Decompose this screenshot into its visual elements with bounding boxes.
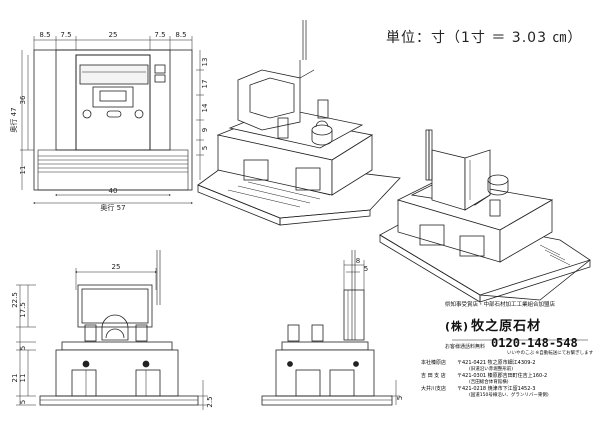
branch-note: (国道150号線沿い、グランリバー東側) — [469, 393, 549, 398]
se-dim-top-a: 8 — [356, 257, 360, 265]
branch-note: (旧道沿い赤堀整形前) — [469, 367, 514, 372]
fv-dim-right-2: 17 — [201, 80, 209, 89]
fe-dim-left-2: 17.5 — [19, 302, 27, 318]
branch-item: 大井川支店 〒421-0218 焼津市下江留1452-3 (国道150号線沿い、グ… — [421, 386, 599, 399]
fv-dim-left-inner: 奥行 47 — [9, 107, 18, 132]
certification-line: 県知事受賞店・中部石材加工工業組合加盟店 — [445, 302, 556, 308]
company-name-row: (株)牧之原石材 — [445, 315, 597, 334]
fe-dim-left-6: 5 — [19, 400, 27, 404]
fe-dim-left-3: 5 — [19, 346, 27, 350]
fv-dim-bottom-outer: 奥行 57 — [100, 203, 125, 212]
se-dim-right: 5 — [396, 396, 404, 400]
branch-name: 本社榛原店 — [421, 360, 447, 366]
fv-dim-top-5: 8.5 — [175, 31, 186, 39]
fe-dim-left-4: 21 — [11, 374, 19, 383]
branch-list: 本社榛原店〒421-0421 牧之原市細江4309-2 (旧道沿い赤堀整形前) … — [421, 360, 599, 399]
front-elevation-drawing — [16, 250, 208, 410]
fv-dim-left-outer: 36 — [19, 95, 27, 104]
front-view-drawing — [20, 36, 204, 204]
fv-dim-right-1: 13 — [201, 58, 209, 67]
branch-item: 吉 田 支 店 〒421-0301 榛原郡吉田町住吉上160-2 (吉田総合体育館… — [421, 373, 599, 386]
phone-row: お客様通話料無料 0120-148-548 — [445, 336, 597, 350]
fv-dim-top-3: 25 — [109, 31, 118, 39]
branch-name: 吉 田 支 店 — [421, 373, 446, 379]
fv-dim-right-4: 9 — [201, 128, 209, 132]
branch-name: 大井川支店 — [421, 386, 447, 392]
company-name: 牧之原石材 — [471, 319, 542, 334]
fv-dim-top-4: 7.5 — [154, 31, 165, 39]
fe-dim-top: 25 — [112, 263, 121, 271]
branch-note: (吉田総合体育館横) — [469, 380, 509, 385]
fv-dim-right-5: 5 — [201, 146, 209, 150]
company-prefix: (株) — [445, 320, 470, 333]
branch-address: 〒421-0301 榛原郡吉田町住吉上160-2 — [457, 373, 548, 379]
fe-dim-left-1: 22.5 — [11, 292, 19, 308]
phone-number[interactable]: 0120-148-548 — [491, 336, 578, 350]
branch-address: 〒421-0218 焼津市下江留1452-3 — [457, 386, 536, 392]
fe-dim-right: 2.5 — [206, 396, 214, 407]
isometric-view-back-left — [379, 129, 591, 303]
phone-label: お客様通話料無料 — [445, 344, 486, 350]
side-elevation-drawing — [261, 250, 400, 406]
unit-note: 単位：寸（1寸 ＝ 3.03 ㎝） — [386, 30, 583, 46]
branch-address: 〒421-0421 牧之原市細江4309-2 — [457, 360, 536, 366]
fv-dim-left-base: 11 — [19, 166, 27, 175]
dimension-labels: 8.5 7.5 25 7.5 8.5 奥行 47 36 11 13 17 14 … — [9, 31, 404, 408]
fv-dim-top-2: 7.5 — [60, 31, 71, 39]
fe-dim-left-5: 11 — [19, 374, 27, 383]
fv-dim-bottom-inner: 40 — [109, 187, 118, 195]
fv-dim-top-1: 8.5 — [39, 31, 50, 39]
branch-item: 本社榛原店 〒421-0421 牧之原市細江4309-2 (旧道沿い赤堀整形前) — [421, 360, 599, 373]
phone-note: いいやのこぶ ※自動転送にてお繋ぎします — [507, 351, 594, 356]
company-block: 県知事受賞店・中部石材加工工業組合加盟店 (株)牧之原石材 お客様通話料無料 0… — [445, 302, 597, 356]
fv-dim-right-3: 14 — [201, 103, 209, 112]
se-dim-top-b: 5 — [364, 265, 368, 273]
isometric-view-front-right — [197, 20, 401, 226]
